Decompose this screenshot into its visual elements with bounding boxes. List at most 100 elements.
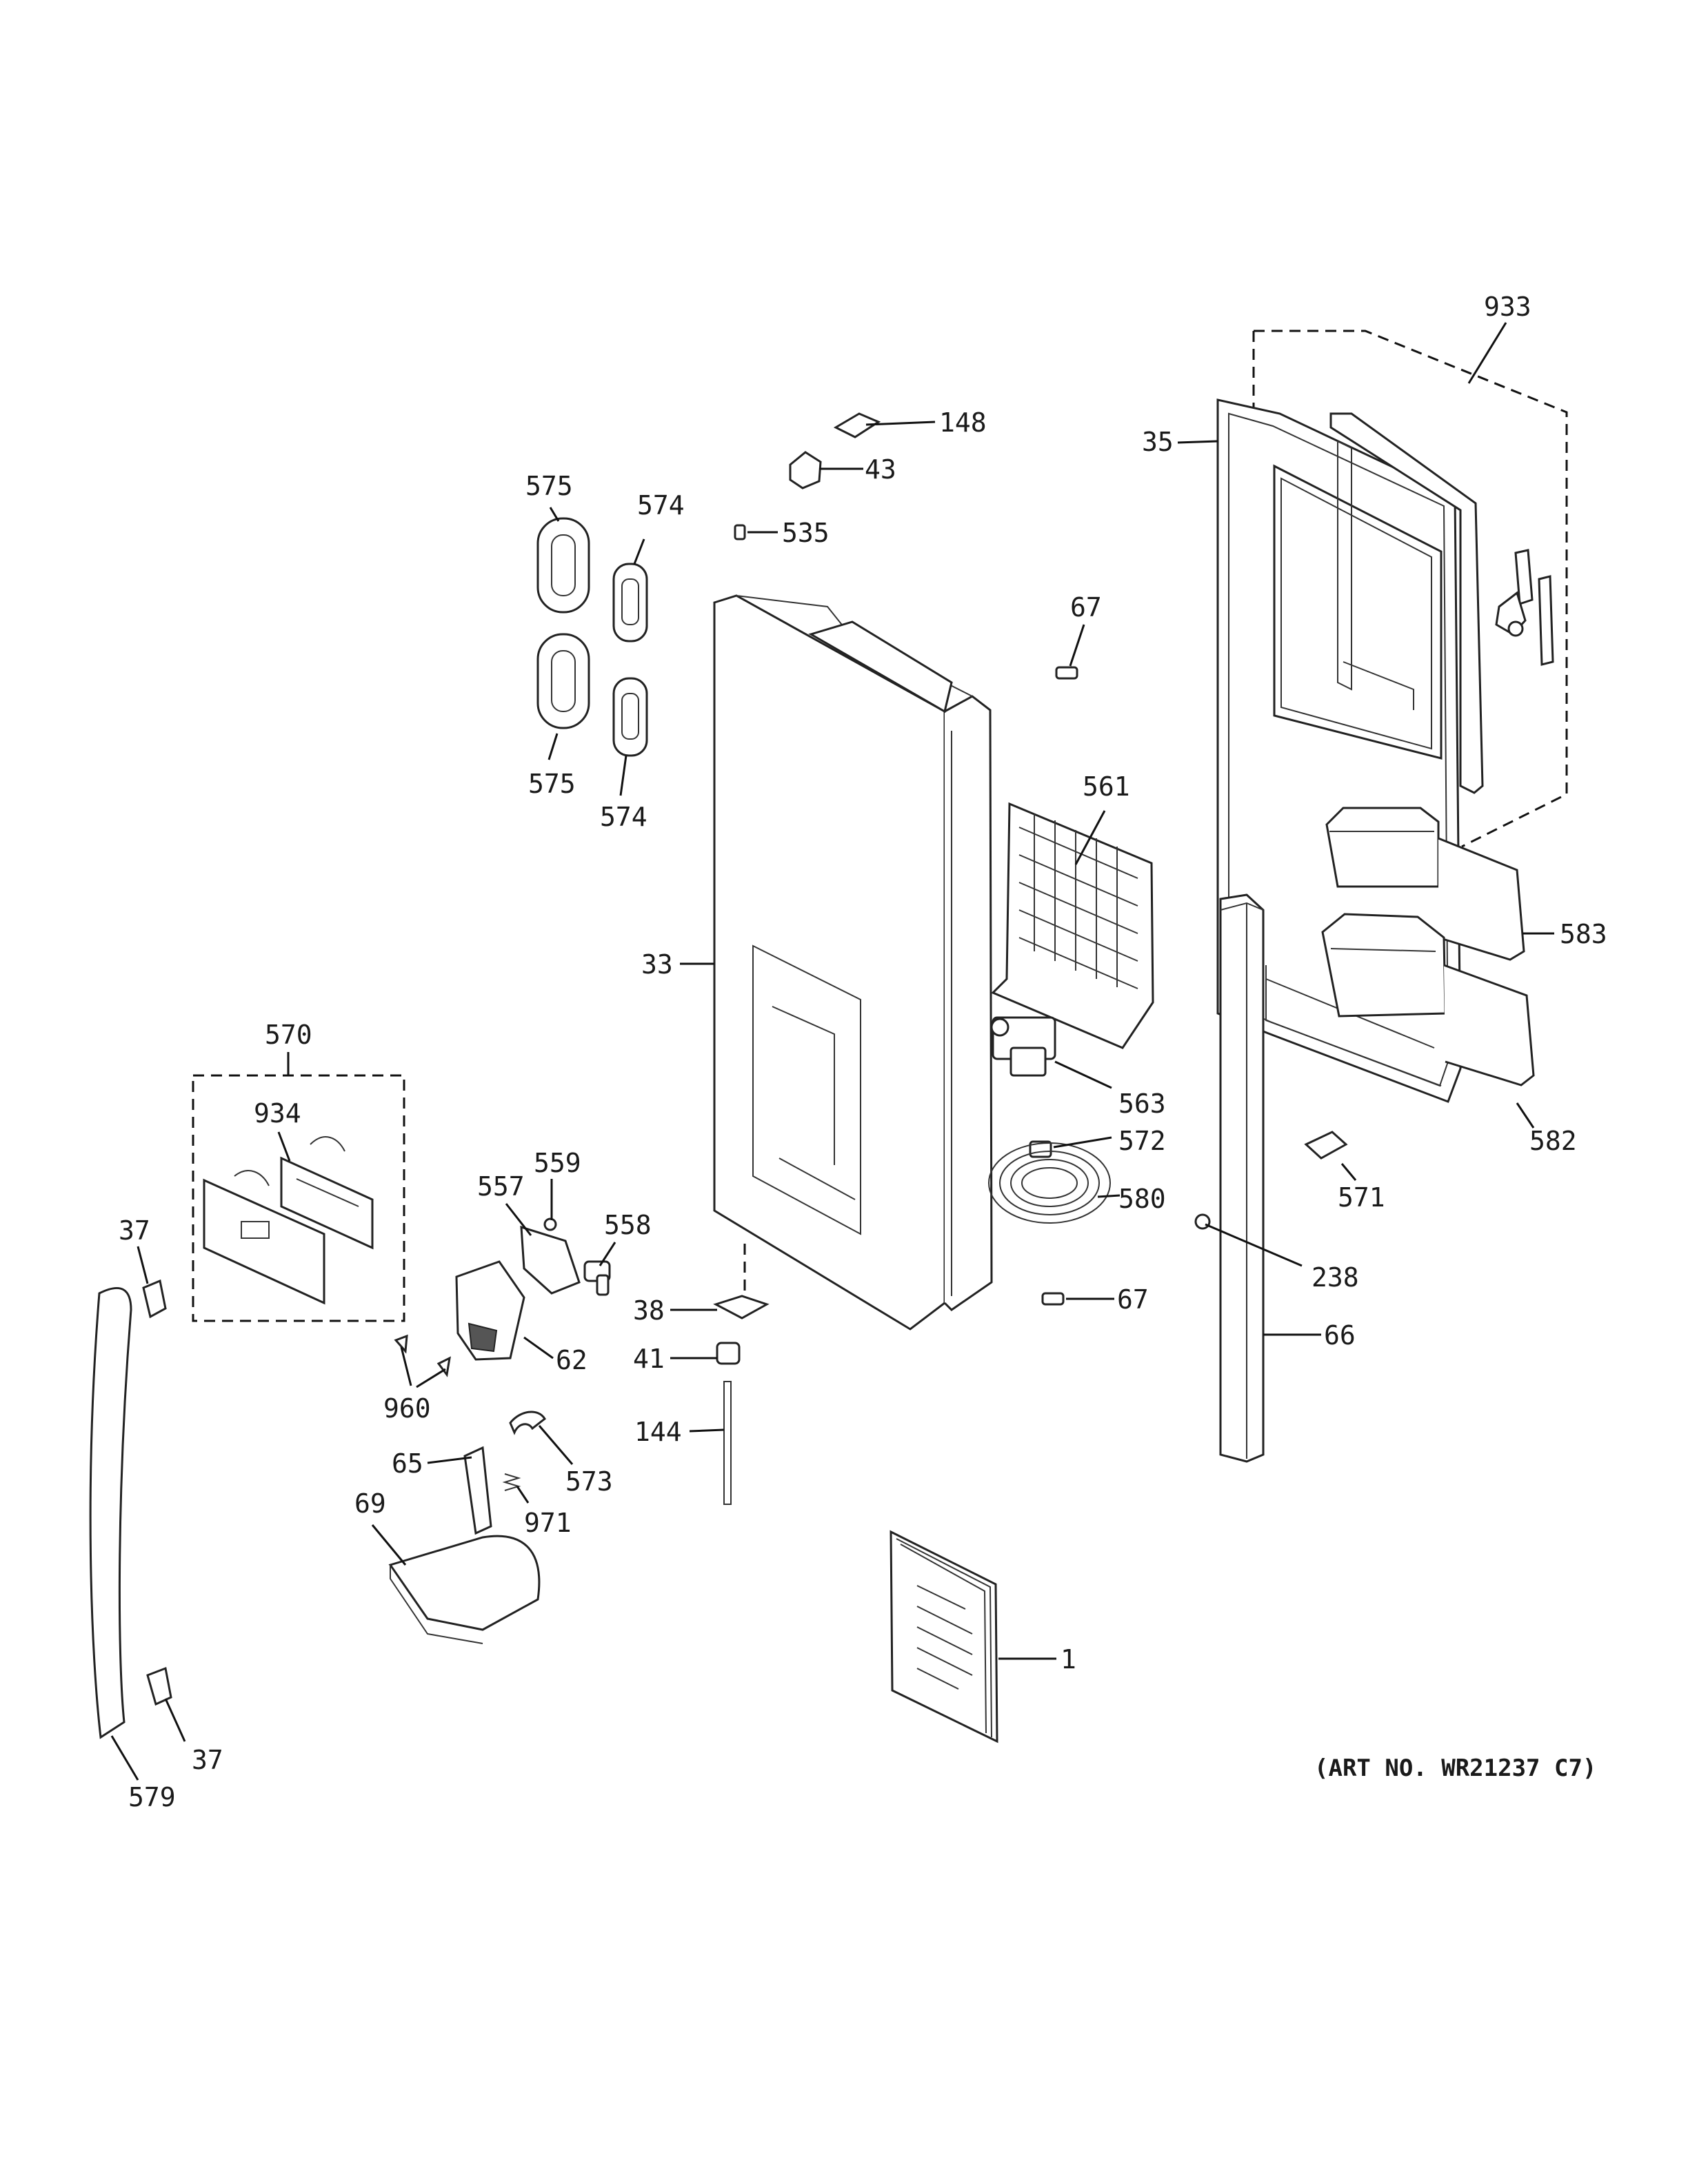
door-bin-lower bbox=[1321, 913, 1535, 1086]
door-latch-parts bbox=[1495, 549, 1554, 666]
callout-582: 582 bbox=[1529, 1126, 1577, 1156]
leader-69 bbox=[371, 1524, 407, 1566]
leader-65 bbox=[427, 1456, 472, 1464]
leader-574a bbox=[633, 538, 645, 565]
callout-1: 1 bbox=[1061, 1644, 1076, 1675]
hinge-cover-43 bbox=[789, 451, 822, 489]
hinge-bracket bbox=[1304, 1131, 1348, 1160]
bushing-41 bbox=[716, 1342, 741, 1365]
user-interface-panel bbox=[203, 1178, 325, 1305]
lever-573 bbox=[509, 1410, 546, 1435]
spring-971 bbox=[502, 1473, 521, 1491]
door-handle-579 bbox=[89, 1286, 132, 1739]
callout-960: 960 bbox=[383, 1393, 431, 1424]
handle-mount-37-upper bbox=[142, 1279, 167, 1319]
callout-41: 41 bbox=[633, 1344, 665, 1374]
callout-67b: 67 bbox=[1117, 1284, 1149, 1315]
callout-559: 559 bbox=[534, 1148, 581, 1178]
wire-harness bbox=[234, 1136, 345, 1186]
leader-572 bbox=[1053, 1136, 1112, 1149]
callout-43: 43 bbox=[865, 454, 896, 485]
actuator-558 bbox=[583, 1260, 611, 1296]
dispenser-pad-575-upper bbox=[536, 517, 590, 614]
leader-62 bbox=[523, 1336, 554, 1359]
dispenser-arm-65 bbox=[463, 1446, 492, 1535]
callout-563: 563 bbox=[1118, 1089, 1166, 1119]
leader-960 bbox=[400, 1346, 446, 1388]
hinge-plate-38 bbox=[713, 1295, 770, 1320]
control-board-934 bbox=[280, 1156, 374, 1250]
leader-580 bbox=[1097, 1194, 1121, 1198]
leader-563 bbox=[1054, 1060, 1112, 1089]
leader-35 bbox=[1177, 440, 1218, 444]
leader-575a bbox=[549, 507, 560, 522]
leader-579 bbox=[110, 1735, 139, 1781]
leader-561 bbox=[1074, 810, 1106, 865]
hinge-148 bbox=[833, 412, 881, 438]
callout-35: 35 bbox=[1142, 427, 1174, 457]
callout-37b: 37 bbox=[192, 1745, 223, 1775]
motor-557 bbox=[520, 1225, 581, 1295]
leader-148 bbox=[865, 421, 936, 426]
door-side-trim bbox=[1219, 893, 1265, 1463]
callout-573: 573 bbox=[565, 1466, 613, 1497]
owner-manual bbox=[890, 1530, 998, 1743]
callout-148: 148 bbox=[939, 407, 987, 438]
tube-144 bbox=[723, 1381, 732, 1505]
callout-37a: 37 bbox=[119, 1215, 150, 1246]
callout-572: 572 bbox=[1118, 1126, 1166, 1156]
handle-mount-37-lower bbox=[146, 1666, 172, 1706]
clip-67-upper bbox=[1055, 666, 1078, 680]
clip-67-lower bbox=[1041, 1292, 1065, 1306]
leader-575b bbox=[547, 733, 559, 760]
callout-571: 571 bbox=[1338, 1182, 1385, 1213]
leader-144 bbox=[689, 1428, 725, 1433]
leader-238 bbox=[1205, 1223, 1303, 1267]
screw-238 bbox=[1194, 1213, 1211, 1230]
leader-971 bbox=[516, 1486, 530, 1504]
dispenser-paddle-574-upper bbox=[612, 563, 648, 643]
screw-960-a bbox=[394, 1334, 408, 1354]
callout-69: 69 bbox=[354, 1488, 386, 1519]
dispenser-pad-575-lower bbox=[536, 633, 590, 729]
callout-38: 38 bbox=[633, 1295, 665, 1326]
leader-37b bbox=[164, 1698, 186, 1742]
leader-582 bbox=[1516, 1102, 1535, 1129]
leader-557 bbox=[505, 1203, 532, 1236]
callout-580: 580 bbox=[1118, 1184, 1166, 1214]
drip-tray-69 bbox=[388, 1535, 541, 1644]
callout-570: 570 bbox=[265, 1020, 312, 1050]
callout-238: 238 bbox=[1312, 1262, 1359, 1293]
callout-574b: 574 bbox=[600, 802, 647, 832]
callout-934: 934 bbox=[254, 1098, 301, 1129]
leader-67a bbox=[1069, 624, 1085, 667]
callout-65: 65 bbox=[392, 1448, 423, 1479]
screw-559 bbox=[543, 1217, 557, 1231]
callout-561: 561 bbox=[1083, 771, 1130, 802]
callout-144: 144 bbox=[634, 1417, 682, 1447]
callout-971: 971 bbox=[524, 1508, 572, 1538]
art-number: (ART NO. WR21237 C7) bbox=[1314, 1755, 1596, 1782]
callout-579: 579 bbox=[128, 1782, 176, 1812]
callout-62: 62 bbox=[556, 1345, 587, 1375]
screw-960-b bbox=[436, 1356, 451, 1377]
coiled-tube bbox=[988, 1142, 1111, 1224]
leader-37a bbox=[137, 1246, 149, 1284]
callout-575b: 575 bbox=[528, 769, 576, 799]
callout-535: 535 bbox=[782, 518, 830, 548]
leader-933 bbox=[1467, 322, 1507, 384]
callout-66: 66 bbox=[1324, 1320, 1356, 1351]
leader-934 bbox=[277, 1131, 291, 1162]
callout-583: 583 bbox=[1560, 919, 1607, 949]
leader-571 bbox=[1340, 1163, 1357, 1181]
water-valve bbox=[990, 1016, 1056, 1077]
callout-558: 558 bbox=[604, 1210, 652, 1240]
dispenser-paddle-574-lower bbox=[612, 677, 648, 757]
ice-compartment-door bbox=[1273, 412, 1484, 794]
callout-574a: 574 bbox=[637, 490, 685, 520]
door-outer-shell bbox=[713, 594, 993, 1331]
filter-grid-panel bbox=[991, 802, 1154, 1049]
bushing-535 bbox=[734, 524, 746, 540]
callout-557: 557 bbox=[477, 1171, 525, 1202]
